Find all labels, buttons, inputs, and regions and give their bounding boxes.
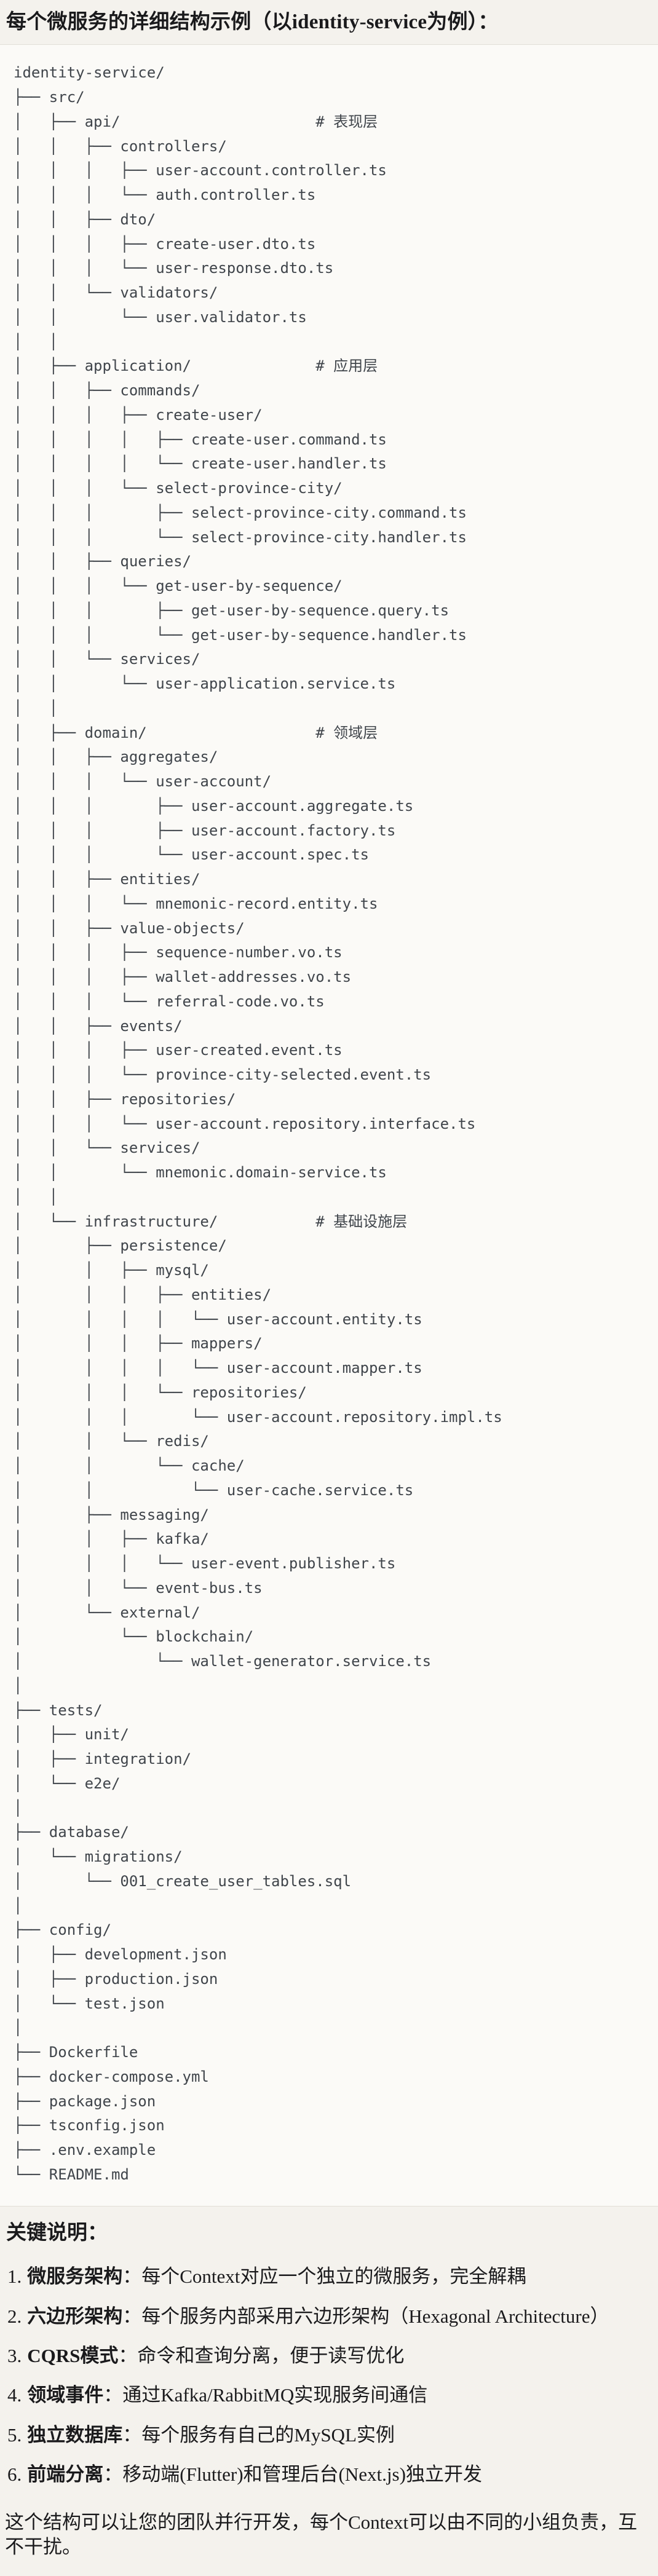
note-number: 5. xyxy=(7,2424,22,2446)
note-separator: ： xyxy=(122,2305,142,2327)
note-description: 每个服务有自己的MySQL实例 xyxy=(141,2424,395,2446)
note-number: 1. xyxy=(7,2266,22,2288)
note-item-domain-events: 4.领域事件：通过Kafka/RabbitMQ实现服务间通信 xyxy=(7,2383,651,2408)
note-item-independent-db: 5.独立数据库：每个服务有自己的MySQL实例 xyxy=(7,2423,651,2448)
note-separator: ： xyxy=(122,2266,142,2288)
directory-tree-code-block: identity-service/ ├── src/ │ ├── api/ # … xyxy=(0,44,658,2207)
note-description: 通过Kafka/RabbitMQ实现服务间通信 xyxy=(122,2384,428,2406)
note-term: 前端分离 xyxy=(27,2463,104,2485)
note-description: 每个服务内部采用六边形架构（Hexagonal Architecture） xyxy=(141,2305,609,2327)
note-term: 独立数据库 xyxy=(27,2424,123,2446)
key-notes-section: 关键说明： 1.微服务架构：每个Context对应一个独立的微服务，完全解耦 2… xyxy=(0,2207,658,2576)
note-number: 4. xyxy=(7,2384,22,2406)
note-term: 六边形架构 xyxy=(27,2305,123,2327)
note-separator: ： xyxy=(118,2344,138,2366)
note-item-frontend-split: 6.前端分离：移动端(Flutter)和管理后台(Next.js)独立开发 xyxy=(7,2462,651,2487)
notes-heading: 关键说明： xyxy=(6,2221,108,2244)
note-description: 命令和查询分离，便于读写优化 xyxy=(137,2344,405,2366)
note-separator: ： xyxy=(103,2384,123,2406)
note-description: 移动端(Flutter)和管理后台(Next.js)独立开发 xyxy=(122,2463,482,2485)
note-number: 6. xyxy=(7,2463,22,2485)
note-item-hexagonal: 2.六边形架构：每个服务内部采用六边形架构（Hexagonal Architec… xyxy=(7,2304,651,2329)
note-number: 3. xyxy=(7,2344,22,2366)
closing-paragraph: 这个结构可以让您的团队并行开发，每个Context可以由不同的小组负责，互不干扰… xyxy=(5,2511,638,2558)
note-term: 领域事件 xyxy=(27,2384,104,2406)
directory-tree-text: identity-service/ ├── src/ │ ├── api/ # … xyxy=(14,64,502,2183)
note-item-microservice: 1.微服务架构：每个Context对应一个独立的微服务，完全解耦 xyxy=(7,2264,651,2289)
note-description: 每个Context对应一个独立的微服务，完全解耦 xyxy=(141,2266,526,2288)
note-separator: ： xyxy=(122,2424,142,2446)
note-term: CQRS模式 xyxy=(27,2344,119,2366)
note-separator: ： xyxy=(103,2463,123,2485)
note-item-cqrs: 3.CQRS模式：命令和查询分离，便于读写优化 xyxy=(7,2344,651,2368)
note-term: 微服务架构 xyxy=(27,2266,123,2288)
note-number: 2. xyxy=(7,2305,22,2327)
page-title: 每个微服务的详细结构示例（以identity-service为例）： xyxy=(6,11,499,33)
